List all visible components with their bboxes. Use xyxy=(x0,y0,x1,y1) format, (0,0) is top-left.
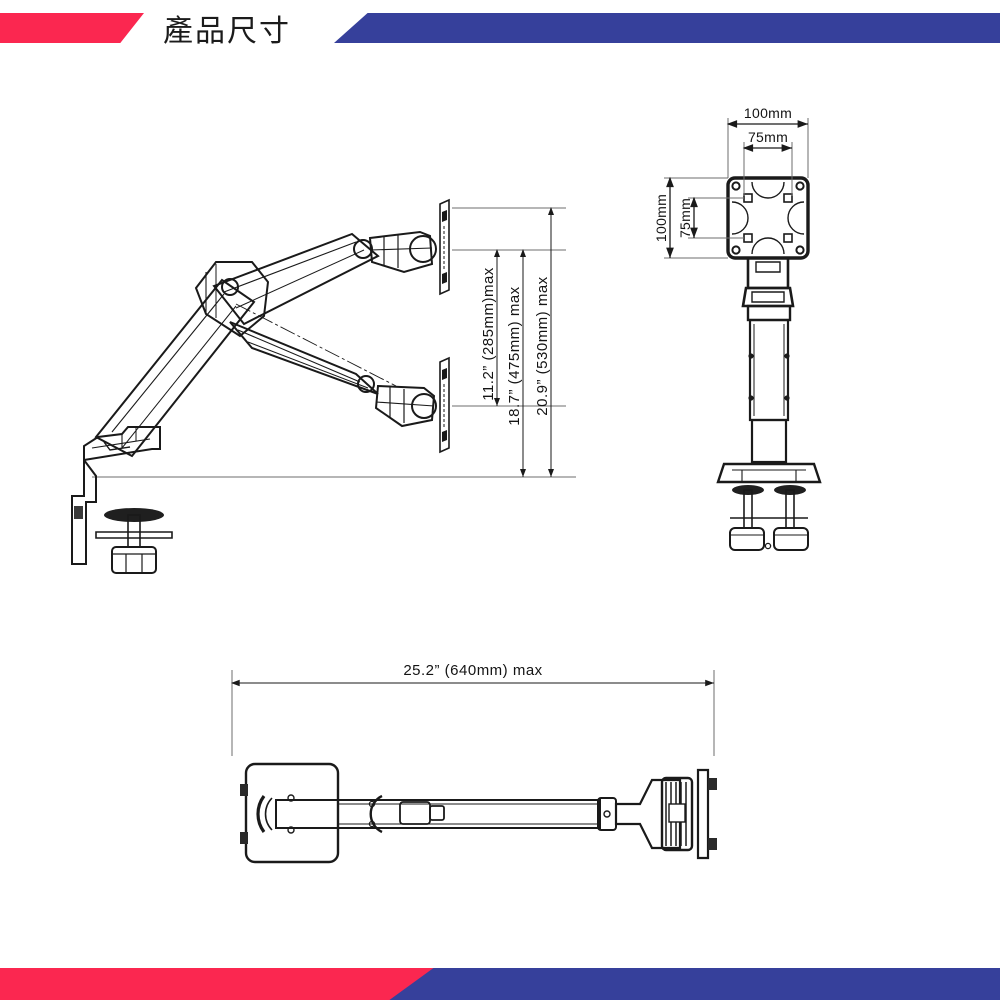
footer-red-accent-bar xyxy=(0,968,436,1000)
vesa-plate-front xyxy=(726,176,810,260)
vesa-head-top xyxy=(614,768,717,860)
dim-label-530mm: 20.9” (530mm) max xyxy=(534,276,551,415)
front-view-group: 100mm 75mm 100mm 75mm xyxy=(653,105,822,551)
upper-arm-raised xyxy=(212,199,450,326)
dim-label-285mm: 11.2” (285mm)max xyxy=(480,267,497,401)
side-view-group: 11.2” (285mm)max 18.7” (475mm) max 20.9”… xyxy=(71,199,576,574)
lower-arm xyxy=(94,261,270,458)
footer-blue-accent-bar xyxy=(389,968,1000,1000)
dim-label-640mm: 25.2” (640mm) max xyxy=(403,662,542,679)
dim-label-vesa-75-h: 75mm xyxy=(748,129,788,145)
base-plate-top xyxy=(240,762,340,864)
page-title: 產品尺寸 xyxy=(163,14,291,49)
desk-clamp xyxy=(71,457,173,574)
dim-label-vesa-100-h: 100mm xyxy=(744,105,792,121)
dim-label-vesa-75-v: 75mm xyxy=(677,198,693,238)
base-clamp-front xyxy=(716,462,822,551)
top-view-dimensions: 25.2” (640mm) max xyxy=(230,662,715,756)
vesa-dimensions-horizontal: 100mm 75mm xyxy=(726,105,809,196)
header-blue-accent-bar xyxy=(334,13,1000,43)
upper-arm-lowered xyxy=(229,303,450,453)
vesa-dimensions-vertical: 100mm 75mm xyxy=(653,176,744,259)
page-header: 產品尺寸 xyxy=(0,0,1000,56)
dim-label-vesa-100-v: 100mm xyxy=(653,194,669,242)
base-pillar xyxy=(83,426,161,462)
dim-label-475mm: 18.7” (475mm) max xyxy=(506,286,523,425)
dimension-drawing: 11.2” (285mm)max 18.7” (475mm) max 20.9”… xyxy=(0,56,1000,954)
arm-body-top xyxy=(275,794,617,834)
side-view-dimensions: 11.2” (285mm)max 18.7” (475mm) max 20.9”… xyxy=(452,207,566,477)
top-view-group: 25.2” (640mm) max xyxy=(230,662,717,864)
page-footer xyxy=(0,954,1000,1000)
arm-front-body xyxy=(741,256,795,464)
header-red-accent-bar xyxy=(0,13,144,43)
